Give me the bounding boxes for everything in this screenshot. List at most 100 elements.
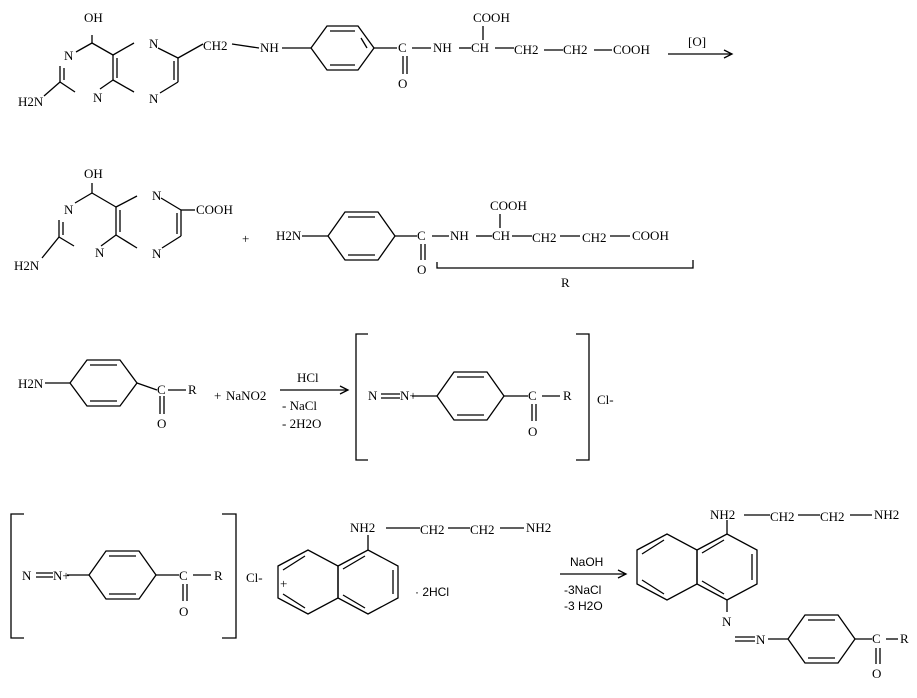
bond [74,192,93,204]
label-n: N [722,614,732,629]
label-ch2: CH2 [820,509,845,524]
label-h2n: H2N [18,94,44,109]
label-cooh: COOH [613,42,650,57]
label-o: O [528,424,537,439]
bond [282,555,306,571]
label-n: N [64,48,74,63]
label-ch: CH [471,40,489,55]
label-o: O [398,76,407,91]
bracket-right [576,333,590,461]
bond [58,236,75,247]
label-n: N [152,246,162,261]
label-n-plus: N+ [53,568,70,583]
label-r: R [900,631,909,646]
plus-sign: + [280,576,287,591]
label-sodium-nitrite: NaNO2 [226,388,266,403]
benzene-ring [69,359,138,407]
label-c: C [417,228,426,243]
byproduct-water: -3 H2O [564,599,603,613]
bracket-left [10,513,24,639]
reagent-naoh: NaOH [570,555,603,569]
label-nh2: NH2 [350,520,375,535]
label-o: O [179,604,188,619]
benzene-ring [787,614,856,664]
plus-sign: + [242,231,249,246]
reaction-arrow-1: [O] [668,34,734,59]
bond [701,539,725,554]
label-n: N [368,388,378,403]
label-cooh: COOH [490,198,527,213]
label-c: C [528,388,537,403]
naphthalene-ring-left [636,533,698,601]
bond [112,42,135,56]
bracket-left [355,333,368,461]
bond [159,81,179,94]
bond [161,235,182,249]
label-c: C [179,568,188,583]
bond [91,42,114,56]
label-n: N [93,90,103,105]
label-n: N [22,568,32,583]
label-nh2: NH2 [710,507,735,522]
label-n-plus: N+ [400,388,417,403]
label-n: N [149,36,159,51]
bond [41,236,60,259]
label-h2n: H2N [14,258,40,273]
label-cooh: COOH [632,228,669,243]
folic-acid-structure: OH N N N N H2N CH2 NH C O NH CH COOH CH2… [18,10,650,109]
bond [157,47,179,59]
reaction-arrow-2: HCl - NaCl - 2H2O [280,370,350,431]
label-n: N [152,188,162,203]
naphthylethylenediamine-structure: NH2 CH2 CH2 NH2 · 2HCl [277,520,551,615]
label-nh2: NH2 [874,507,899,522]
label-ch2: CH2 [470,522,495,537]
label-ch2: CH2 [770,509,795,524]
bond [115,234,138,249]
arrow-head [723,49,734,59]
byproduct-water: - 2H2O [282,416,321,431]
aminobenzoyl-glutamate-structure: H2N C O NH CH COOH CH2 CH2 COOH R [276,198,694,290]
benzene-ring [88,550,157,600]
plus-sign: + [214,388,221,403]
bond [91,192,117,208]
byproduct-nacl: -3NaCl [564,583,601,597]
azo-dye-product-structure: NH2 CH2 CH2 NH2 N N C O R [636,507,909,681]
aryl-amine-structure: H2N C O R [18,359,197,431]
reagent-oxidant: [O] [688,34,706,49]
bond [75,42,93,53]
bond [342,594,366,609]
bracket-right [222,513,237,639]
label-ch2: CH2 [532,230,557,245]
label-h2n: H2N [276,228,302,243]
byproduct-nacl: - NaCl [282,398,317,413]
label-o: O [417,262,426,277]
naphthalene-ring-right [696,533,758,601]
label-r: R [188,382,197,397]
label-ch2: CH2 [514,42,539,57]
reagent-hcl: HCl [297,370,319,385]
bond [641,539,665,555]
label-oh: OH [84,166,103,181]
label-oh: OH [84,10,103,25]
label-c: C [872,631,881,646]
bond [59,81,76,93]
bond [360,37,368,49]
reaction-arrow-3: NaOH -3NaCl -3 H2O [560,555,628,613]
bond [177,43,204,59]
bond [641,579,665,595]
pterin-structure: OH N N N N H2N COOH [14,166,233,273]
label-chloride: Cl- [246,570,263,585]
naphthalene-ring-right [337,549,399,615]
label-nh: NH [450,228,469,243]
label-nh2: NH2 [526,520,551,535]
arrow-head [617,569,628,579]
label-c: C [398,40,407,55]
r-group-bracket [436,260,694,269]
benzene-ring [327,211,396,261]
label-nh: NH [433,40,452,55]
label-dihydrochloride: · 2HCl [415,585,449,599]
label-ch2: CH2 [582,230,607,245]
diazonium-reactant-structure: N N+ C O R Cl- [10,513,263,639]
label-n: N [64,202,74,217]
label-o: O [157,416,166,431]
